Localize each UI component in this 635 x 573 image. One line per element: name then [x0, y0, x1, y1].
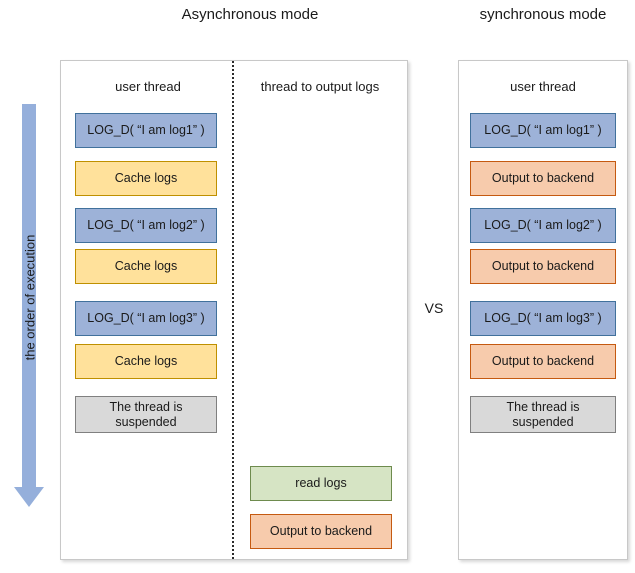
async-step-cache-1[interactable]: Cache logs: [75, 161, 217, 196]
vs-label: VS: [424, 300, 444, 316]
async-step-log3[interactable]: LOG_D( “I am log3” ): [75, 301, 217, 336]
async-user-thread-header: user thread: [115, 79, 181, 94]
async-step-cache-2[interactable]: Cache logs: [75, 249, 217, 284]
async-step-cache-3[interactable]: Cache logs: [75, 344, 217, 379]
order-of-execution-label: the order of execution: [22, 234, 38, 361]
sync-step-output-3[interactable]: Output to backend: [470, 344, 616, 379]
async-step-output-backend[interactable]: Output to backend: [250, 514, 392, 549]
sync-step-suspended[interactable]: The thread is suspended: [470, 396, 616, 433]
async-mode-title: Asynchronous mode: [181, 6, 319, 23]
async-step-log1[interactable]: LOG_D( “I am log1” ): [75, 113, 217, 148]
order-of-execution-arrow: [22, 104, 36, 489]
order-of-execution-arrowhead-icon: [14, 487, 44, 507]
async-step-suspended[interactable]: The thread is suspended: [75, 396, 217, 433]
sync-step-log3[interactable]: LOG_D( “I am log3” ): [470, 301, 616, 336]
sync-step-log2[interactable]: LOG_D( “I am log2” ): [470, 208, 616, 243]
sync-user-thread-header: user thread: [510, 79, 576, 94]
async-output-logs-thread-header: thread to output logs: [260, 79, 380, 94]
sync-mode-title: synchronous mode: [479, 6, 607, 23]
async-step-read-logs[interactable]: read logs: [250, 466, 392, 501]
thread-divider: [232, 61, 234, 559]
sync-step-output-2[interactable]: Output to backend: [470, 249, 616, 284]
sync-step-log1[interactable]: LOG_D( “I am log1” ): [470, 113, 616, 148]
async-step-log2[interactable]: LOG_D( “I am log2” ): [75, 208, 217, 243]
sync-step-output-1[interactable]: Output to backend: [470, 161, 616, 196]
